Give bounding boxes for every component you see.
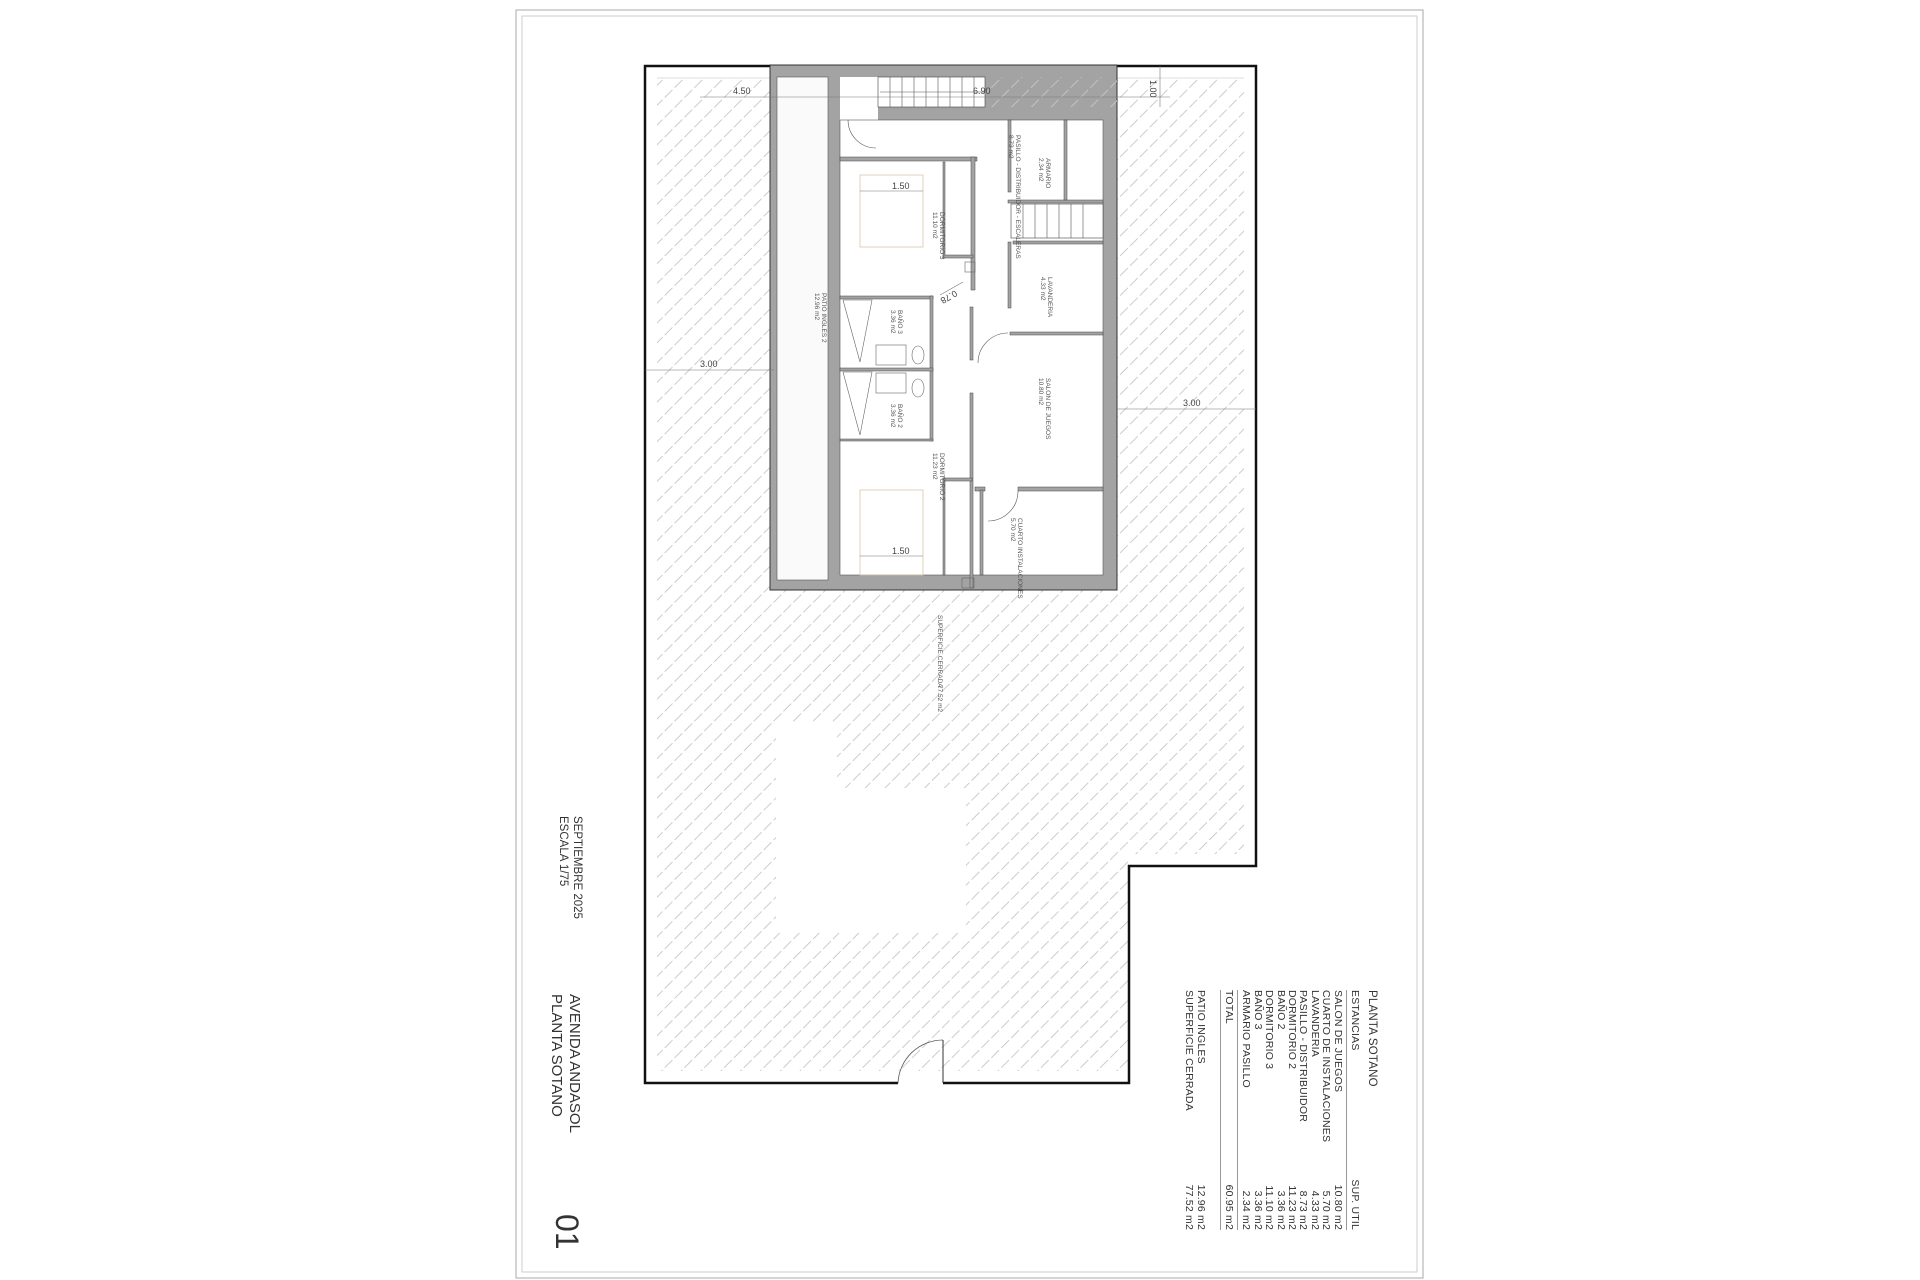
- svg-text:LAVANDERIA: LAVANDERIA: [1046, 277, 1053, 318]
- entry-door: [897, 1039, 944, 1084]
- unhatched-area: [776, 722, 966, 933]
- svg-text:11.10 m2: 11.10 m2: [931, 212, 938, 239]
- svg-text:5.70 m2: 5.70 m2: [1009, 518, 1016, 542]
- svg-text:12.96 m2: 12.96 m2: [813, 293, 820, 320]
- dim-top-center: 6.90: [973, 86, 991, 96]
- room-label-bano-2: BAÑO 23.36 m2: [889, 404, 905, 428]
- dim-top-right: 1.00: [1148, 80, 1158, 98]
- sheet-frame-outer: [515, 9, 1424, 1279]
- room-label-dormitorio-3: DORMITORIO 311.10 m2: [931, 212, 945, 260]
- svg-text:3.36 m2: 3.36 m2: [889, 404, 896, 428]
- room-label-bano-3: BAÑO 33.36 m2: [889, 310, 905, 334]
- dim-bed-3: 1.50: [892, 181, 910, 191]
- bed-dormitorio-2: [859, 489, 924, 576]
- svg-text:4.33 m2: 4.33 m2: [1039, 277, 1046, 301]
- dim-right-side: 3.00: [1183, 398, 1201, 408]
- svg-text:PATIO INGLES 2: PATIO INGLES 2: [820, 293, 827, 343]
- bed-dormitorio-3: [859, 174, 924, 248]
- svg-text:DORMITORIO 2: DORMITORIO 2: [938, 453, 945, 501]
- svg-text:11.23 m2: 11.23 m2: [931, 453, 938, 480]
- svg-text:BAÑO 2: BAÑO 2: [896, 404, 905, 428]
- svg-text:8.73 m2: 8.73 m2: [1007, 135, 1014, 159]
- svg-text:2.34 m2: 2.34 m2: [1037, 158, 1044, 182]
- dim-left-side: 3.00: [700, 359, 718, 369]
- svg-text:10.80 m2: 10.80 m2: [1037, 378, 1044, 405]
- sheet-title: PLANTA SOTANO: [548, 994, 565, 1117]
- site-boundary: [643, 64, 1258, 1085]
- area-table-title: PLANTA SOTANO: [1366, 990, 1378, 1087]
- building: [769, 64, 1118, 591]
- svg-text:BAÑO 3: BAÑO 3: [896, 310, 905, 334]
- drawing-date: SEPTIEMBRE 2025: [571, 816, 583, 919]
- room-label-patio-ingles: PATIO INGLES 212.96 m2: [813, 293, 827, 343]
- svg-text:77.52 m2: 77.52 m2: [936, 685, 943, 712]
- svg-text:SALON DE JUEGOS: SALON DE JUEGOS: [1044, 378, 1051, 440]
- stairs-mid: [1010, 203, 1104, 239]
- svg-text:DORMITORIO 3: DORMITORIO 3: [938, 212, 945, 260]
- svg-text:PASILLO - DISTRIBUIDOR - ESCAL: PASILLO - DISTRIBUIDOR - ESCALERAS: [1014, 135, 1021, 259]
- dim-left-top: 4.50: [733, 86, 751, 96]
- dim-bed-2: 1.50: [892, 546, 910, 556]
- patio-ingles-area: [776, 76, 829, 581]
- svg-text:3.36 m2: 3.36 m2: [889, 310, 896, 334]
- svg-text:ARMARIO: ARMARIO: [1044, 158, 1051, 188]
- drawing-scale: ESCALA 1/75: [557, 816, 569, 887]
- room-label-dormitorio-2: DORMITORIO 211.23 m2: [931, 453, 945, 501]
- project-name: AVENIDA ANDASOL: [566, 994, 583, 1133]
- title-block: SEPTIEMBRE 2025 ESCALA 1/75 AVENIDA ANDA…: [543, 816, 585, 1256]
- sheet-number: 01: [549, 1214, 585, 1250]
- svg-text:CUARTO INSTALACIONES: CUARTO INSTALACIONES: [1016, 518, 1023, 599]
- sheet-frame-inner: [521, 15, 1418, 1273]
- svg-text:SUPERFICIE CERRADA: SUPERFICIE CERRADA: [936, 615, 943, 688]
- dimension-lines: [645, 66, 1256, 557]
